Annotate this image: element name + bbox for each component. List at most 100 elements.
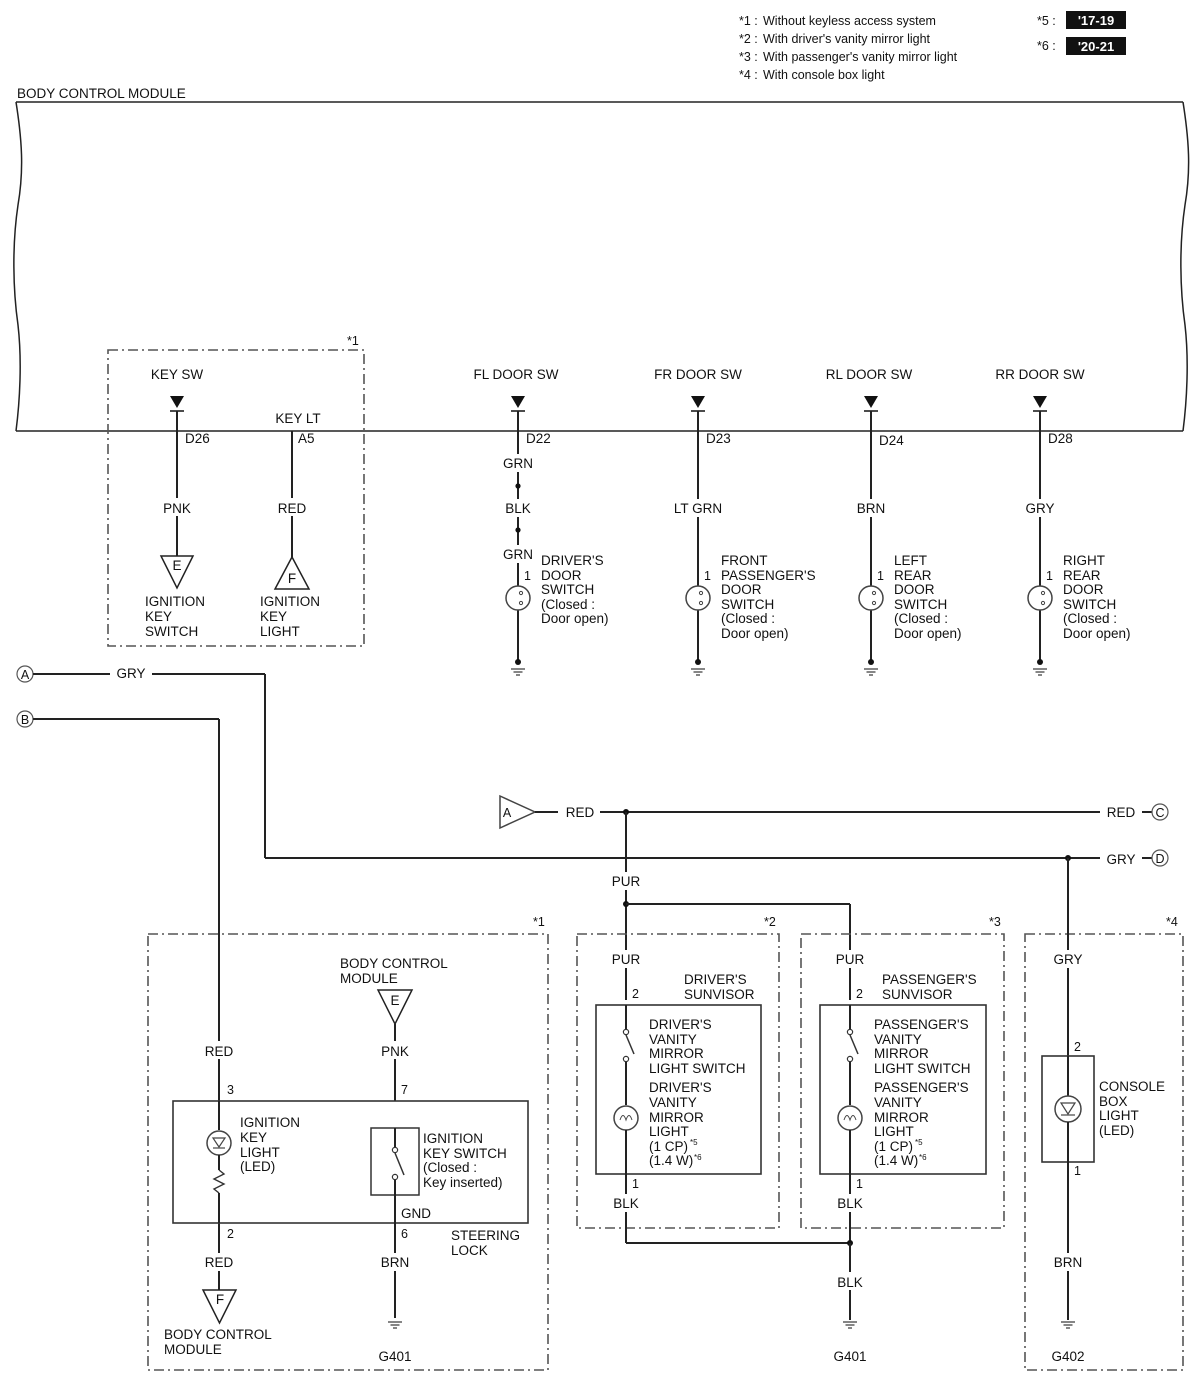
ds-switch-label-2: VANITY <box>649 1032 697 1047</box>
g402-ground-icon <box>1060 1321 1076 1329</box>
group-1-bottom-mark: *1 <box>533 915 545 929</box>
ps-light-label-1: PASSENGER'S <box>874 1080 969 1095</box>
rl-door-switch-symbol <box>858 585 884 611</box>
wire-pnk-label: PNK <box>381 1044 409 1059</box>
year-tag-6: '20-21 <box>1078 39 1114 54</box>
sl-pin7: 7 <box>401 1083 408 1097</box>
rr-switch-pin: 1 <box>1046 569 1053 583</box>
ds-title-2: SUNVISOR <box>684 987 755 1002</box>
note-3-mark: *3 : <box>739 50 758 64</box>
note-2-text: With driver's vanity mirror light <box>763 32 931 46</box>
ps-light-label-6: (1.4 W) <box>874 1153 918 1168</box>
sl-led-label-3: LIGHT <box>240 1145 280 1160</box>
note-1-mark: *1 : <box>739 14 758 28</box>
fl-switch-pin: 1 <box>524 569 531 583</box>
fl-label-1: DRIVER'S <box>541 553 604 568</box>
sl-led-label-1: IGNITION <box>240 1115 300 1130</box>
bcm-right-break <box>1180 101 1190 432</box>
sl-bcm-label-2: MODULE <box>340 971 398 986</box>
fr-pin-name: FR DOOR SW <box>654 367 742 382</box>
fr-label-2: PASSENGER'S <box>721 568 816 583</box>
g401-left-ground-icon <box>387 1321 403 1329</box>
note-5-mark: *5 : <box>1037 14 1056 28</box>
sl-box-label-2: LOCK <box>451 1243 488 1258</box>
rl-wire-color: BRN <box>857 501 886 516</box>
sl-switch-label-3: (Closed : <box>423 1160 477 1175</box>
cb-ground-label: G402 <box>1051 1349 1084 1364</box>
rr-label-2: REAR <box>1063 568 1101 583</box>
group-4-mark: *4 <box>1166 915 1178 929</box>
cb-label-3: LIGHT <box>1099 1108 1139 1123</box>
ps-switch-label-3: MIRROR <box>874 1046 929 1061</box>
fl-wire-color-1: GRN <box>503 456 533 471</box>
ds-title-1: DRIVER'S <box>684 972 747 987</box>
ds-switch-icon <box>625 1034 635 1055</box>
driver-sunvisor-group: *2 PUR 2 DRIVER'S SUNVISOR DRIVER'S VANI… <box>576 915 780 1243</box>
sl-bcm-label-1: BODY CONTROL <box>340 956 448 971</box>
connector-circle-d-letter: D <box>1155 852 1164 866</box>
ds-bulb-icon <box>613 1105 639 1131</box>
sl-gnd-label: GND <box>401 1206 431 1221</box>
connector-e-bottom <box>376 989 414 1026</box>
cb-label-2: BOX <box>1099 1094 1128 1109</box>
fl-ground-icon <box>510 668 526 676</box>
note-4-text: With console box light <box>763 68 885 82</box>
ign-key-light-line1: IGNITION <box>260 594 320 609</box>
connector-f-bottom <box>201 1289 238 1325</box>
wire-pur-label: PUR <box>612 874 641 889</box>
rl-label-6: Door open) <box>894 626 962 641</box>
fl-pin-arrow <box>510 395 526 412</box>
connector-circle-b-letter: B <box>21 713 29 727</box>
sl-switch-label-2: KEY SWITCH <box>423 1146 507 1161</box>
ds-blk-label: BLK <box>613 1196 639 1211</box>
ps-light-label-4: LIGHT <box>874 1124 914 1139</box>
door-switch-rl: RL DOOR SW D24 BRN 1 LEFT REAR DOOR SWIT… <box>826 367 962 676</box>
connector-f-top-letter: F <box>288 571 296 586</box>
sunvisor-ground: BLK G401 <box>626 1240 870 1364</box>
key-group-top: *1 KEY SW D26 PNK E IGNITION KEY SWITCH … <box>107 334 365 647</box>
key-sw-wire-color: PNK <box>163 501 191 516</box>
rl-label-5: (Closed : <box>894 611 948 626</box>
ign-key-light-line2: KEY <box>260 609 287 624</box>
connector-f-bottom-letter: F <box>216 1292 224 1307</box>
cb-label-4: (LED) <box>1099 1123 1134 1138</box>
steering-lock-box <box>172 1100 529 1224</box>
fl-label-3: SWITCH <box>541 582 594 597</box>
ps-switch-icon <box>849 1034 859 1055</box>
ds-pin1: 1 <box>632 1177 639 1191</box>
note-2-mark: *2 : <box>739 32 758 46</box>
wire-red-top-label: RED <box>205 1044 234 1059</box>
rr-wire-color: GRY <box>1025 501 1054 516</box>
cb-pin2: 2 <box>1074 1040 1081 1054</box>
rr-label-6: Door open) <box>1063 626 1131 641</box>
year-tag-6-box <box>1066 37 1126 55</box>
ds-sup6: *6 <box>694 1153 702 1162</box>
ps-pur-label: PUR <box>836 952 865 967</box>
connector-circle-d <box>1151 849 1169 867</box>
console-light-group: *4 GRY 2 CONSOLE BOX LIGHT (LED) 1 BRN G… <box>1024 858 1184 1371</box>
fr-ground-icon <box>690 668 706 676</box>
rl-label-1: LEFT <box>894 553 927 568</box>
fr-label-1: FRONT <box>721 553 768 568</box>
sl-box-label-1: STEERING <box>451 1228 520 1243</box>
group-2-mark: *2 <box>764 915 776 929</box>
door-switch-rr: RR DOOR SW D28 GRY 1 RIGHT REAR DOOR SWI… <box>995 367 1131 676</box>
ds-pin2: 2 <box>632 987 639 1001</box>
ds-switch-label-3: MIRROR <box>649 1046 704 1061</box>
group-2-boundary <box>576 933 780 1229</box>
ps-pin2: 2 <box>856 987 863 1001</box>
ds-light-label-6: (1.4 W) <box>649 1153 693 1168</box>
fl-pin-name: FL DOOR SW <box>473 367 558 382</box>
wire-a-gry-label: GRY <box>116 666 145 681</box>
group-1-bottom-boundary <box>147 933 549 1371</box>
ps-light-label-2: VANITY <box>874 1095 922 1110</box>
connector-circle-a-letter: A <box>21 668 30 682</box>
fr-pin-number: D23 <box>706 431 731 446</box>
cb-brn-label: BRN <box>1054 1255 1083 1270</box>
fl-door-switch-symbol <box>505 585 531 611</box>
notes-legend: *1 : Without keyless access system *2 : … <box>739 11 1126 82</box>
sl-led-label-4: (LED) <box>240 1159 275 1174</box>
note-1-text: Without keyless access system <box>763 14 936 28</box>
group-1-top-mark: *1 <box>347 334 359 348</box>
